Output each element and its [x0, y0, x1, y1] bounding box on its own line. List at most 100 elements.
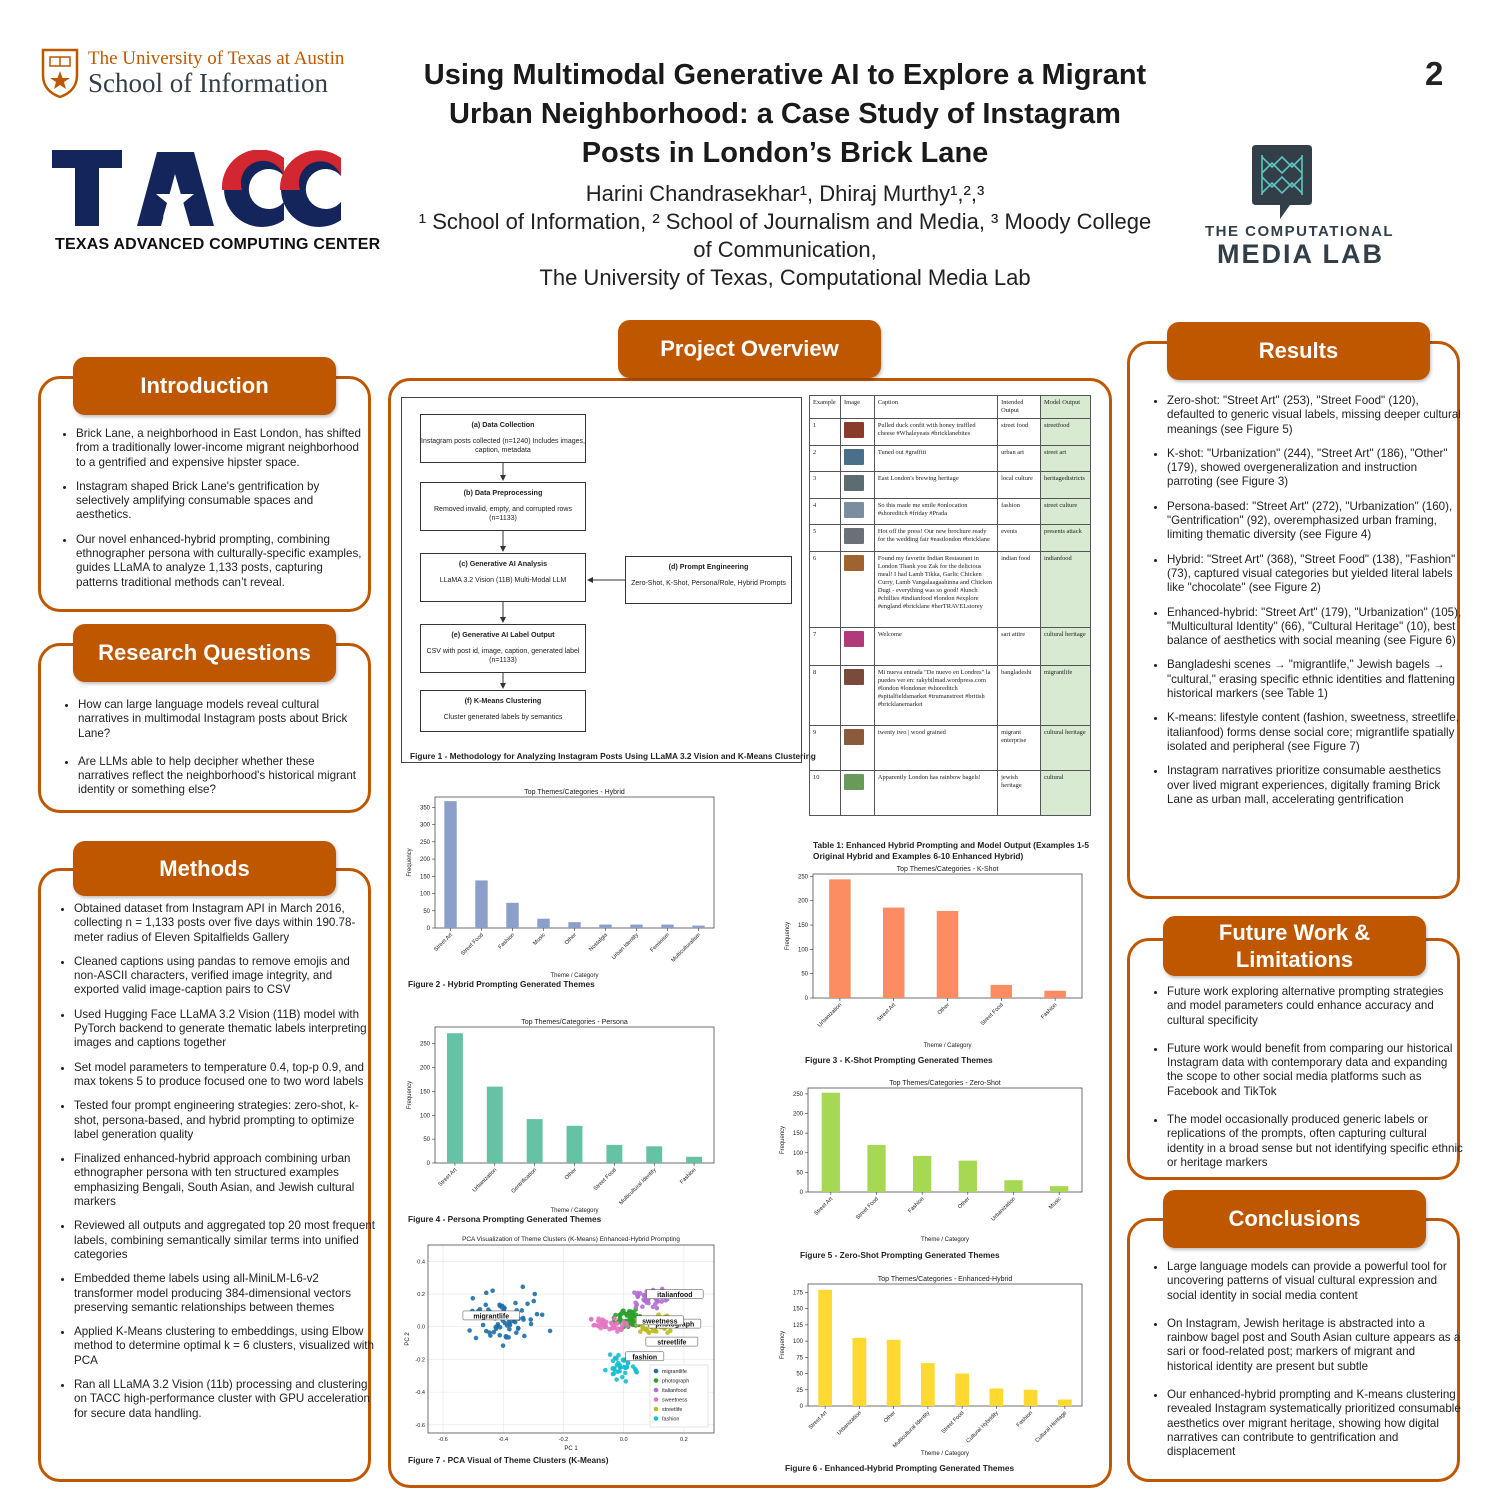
scatter-point — [470, 1296, 476, 1301]
post-image-thumbnail — [843, 528, 864, 544]
title-line: Posts in London’s Brick Lane — [581, 137, 989, 169]
cluster-label: sweetness — [642, 1318, 678, 1325]
list-item: Future work would benefit from comparing… — [1167, 1042, 1463, 1099]
zeroshot-bar-chart: Top Themes/Categories - Zero-Shot0501001… — [780, 1080, 1083, 1243]
tacc-wordmark-icon — [52, 149, 341, 227]
poster-title: Using Multimodal Generative AI to Explor… — [360, 56, 1210, 173]
x-tick-label: Street Art — [814, 1196, 835, 1217]
scatter-point — [622, 1370, 628, 1376]
scatter-point — [490, 1288, 495, 1293]
scatter-point — [497, 1332, 503, 1338]
scatter-point — [614, 1377, 619, 1382]
cell-caption: East London's brewing heritage — [873, 471, 999, 499]
scatter-point — [628, 1311, 634, 1317]
cell-intended: jewish heritage — [997, 770, 1041, 816]
scatter-point — [480, 1322, 486, 1328]
scatter-point — [633, 1368, 639, 1374]
y-tick-label: -0.2 — [415, 1357, 425, 1363]
bar — [475, 880, 488, 928]
flow-box-label-output: (e) Generative AI Label Output CSV with … — [420, 624, 586, 673]
affiliations: of Communication, — [693, 237, 877, 262]
list-item: Bangladeshi scenes → "migrantlife," Jewi… — [1167, 658, 1463, 701]
cell-caption: Found my favorite Indian Restaurant in L… — [873, 551, 999, 628]
scatter-point — [491, 1329, 497, 1335]
list-item: The model occasionally produced generic … — [1167, 1113, 1463, 1170]
x-tick-label: Street Art — [876, 1002, 897, 1023]
x-tick-label: Street Art — [438, 1167, 459, 1188]
flow-box-title: (e) Generative AI Label Output — [451, 630, 555, 639]
ut-logo — [40, 47, 80, 99]
school-name: School of Information — [88, 68, 328, 98]
flow-box-title: (f) K-Means Clustering — [464, 696, 542, 705]
y-tick-label: 25 — [796, 1388, 803, 1394]
legend-label: fashion — [662, 1417, 679, 1423]
table-caption-line: Original Hybrid and Examples 6-10 Enhanc… — [813, 851, 1024, 861]
scatter-point — [531, 1298, 537, 1304]
cml-network-icon — [1252, 145, 1312, 219]
y-tick-label: 200 — [793, 1112, 804, 1118]
cell-model-output: indianfood — [1040, 551, 1091, 628]
x-tick-label: Street Food — [855, 1196, 880, 1221]
cell-image — [839, 445, 875, 472]
cell-example: 6 — [809, 551, 841, 628]
bar — [1058, 1399, 1072, 1406]
list-item: Are LLMs able to help decipher whether t… — [78, 755, 363, 798]
flow-box-preprocessing: (b) Data Preprocessing Removed invalid, … — [420, 482, 586, 531]
enhanced-hybrid-bar-chart: Top Themes/Categories - Enhanced-Hybrid0… — [780, 1276, 1083, 1457]
cluster-label: migrantlife — [473, 1313, 509, 1320]
x-tick-label: Street Food — [941, 1410, 966, 1435]
scatter-point — [506, 1319, 512, 1324]
bar — [852, 1337, 867, 1406]
scatter-point — [646, 1300, 651, 1306]
results-list: Zero-shot: "Street Art" (253), "Street F… — [1149, 394, 1463, 817]
scatter-point — [588, 1316, 594, 1322]
cell-image — [839, 524, 875, 552]
legend-frame — [649, 1364, 709, 1428]
scatter-point — [602, 1323, 608, 1328]
cluster-label: fashion — [632, 1354, 657, 1361]
cell-caption: Welcome — [873, 627, 999, 666]
bar — [1050, 1186, 1069, 1192]
introduction-title: Introduction — [73, 357, 336, 415]
bar — [1004, 1180, 1023, 1192]
cell-model-output: heritagedistricts — [1040, 471, 1091, 499]
legend-label: migrantlife — [662, 1369, 687, 1375]
chart-title: Top Themes/Categories - Hybrid — [524, 789, 625, 796]
legend-swatch — [653, 1397, 659, 1402]
post-image-thumbnail — [843, 631, 864, 647]
col-model-output: Model Output — [1040, 395, 1091, 419]
table-row: 6 Found my favorite Indian Restaurant in … — [809, 551, 1091, 628]
bar — [921, 1363, 935, 1406]
flow-box-kmeans: (f) K-Means Clustering Cluster generated… — [420, 690, 586, 732]
scatter-point — [621, 1364, 627, 1370]
cell-image — [839, 551, 875, 628]
x-axis-label: Theme / Category — [921, 1237, 969, 1243]
list-item: Hybrid: "Street Art" (368), "Street Food… — [1167, 553, 1463, 596]
scatter-point — [467, 1328, 472, 1333]
y-tick-label: -0.4 — [415, 1390, 425, 1396]
x-tick-label: Other — [564, 1167, 578, 1181]
future-work-title: Future Work & Limitations — [1163, 916, 1426, 976]
x-tick-label: Urban Identity — [611, 932, 640, 961]
y-tick-label: 350 — [420, 805, 431, 811]
x-tick-label: Nostalgia — [588, 932, 609, 953]
post-image-thumbnail — [843, 475, 864, 491]
bar — [506, 902, 519, 928]
future-work-panel — [1127, 938, 1460, 1180]
x-tick-label: Street Art — [433, 932, 454, 953]
legend-swatch — [653, 1368, 659, 1374]
cell-example: 2 — [809, 445, 841, 472]
author-block: Harini Chandrasekhar¹, Dhiraj Murthy¹,²,… — [360, 180, 1210, 292]
y-tick-label: 0 — [800, 1404, 804, 1410]
persona-bar-chart: Top Themes/Categories - Persona050100150… — [407, 1019, 715, 1214]
cell-image — [839, 725, 875, 771]
scatter-point — [598, 1325, 604, 1331]
scatter-point — [592, 1322, 598, 1328]
y-axis-label: Frequency — [407, 1081, 413, 1109]
list-item: Future work exploring alternative prompt… — [1167, 985, 1463, 1028]
flow-box-title: (d) Prompt Engineering — [668, 562, 749, 571]
flow-box-text: Zero-Shot, K-Shot, Persona/Role, Hybrid … — [631, 580, 786, 587]
